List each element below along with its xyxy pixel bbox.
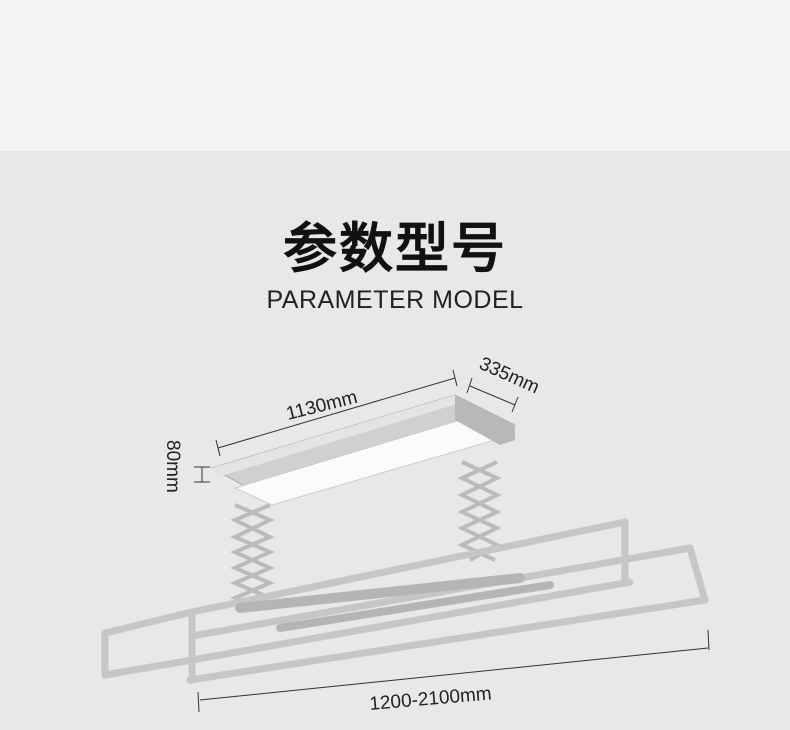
- scissor-lift-left: [229, 503, 276, 612]
- dimension-lines: [194, 369, 710, 713]
- extended-length-label: 1200-2100mm: [369, 683, 493, 715]
- drying-rack-main-unit: [210, 394, 517, 506]
- height-label: 80mm: [162, 440, 183, 493]
- hanging-rods: [101, 518, 709, 684]
- top-band: [0, 0, 790, 151]
- length-label: 1130mm: [284, 387, 359, 425]
- page-subtitle: PARAMETER MODEL: [266, 286, 524, 314]
- scissor-lift-right: [457, 460, 502, 562]
- page-title: 参数型号: [283, 217, 507, 280]
- width-label: 335mm: [476, 353, 542, 398]
